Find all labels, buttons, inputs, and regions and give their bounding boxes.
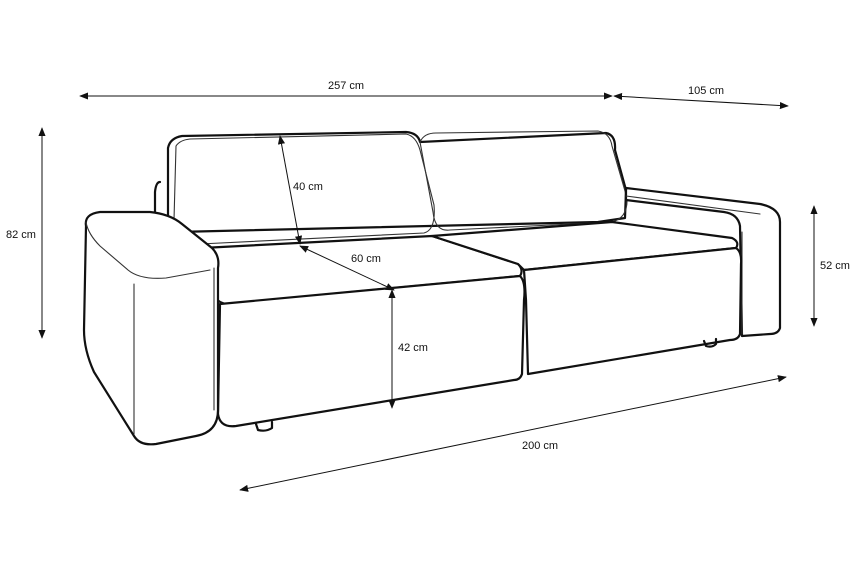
label-seat-height: 42 cm — [398, 342, 428, 354]
label-armrest-height: 52 cm — [820, 260, 850, 272]
dim-line-seat-width — [239, 375, 787, 492]
label-seat-width: 200 cm — [522, 440, 558, 452]
label-seat-depth: 60 cm — [351, 253, 381, 265]
dim-line-depth — [613, 92, 789, 110]
dim-line-seat-depth — [299, 245, 395, 291]
label-depth: 105 cm — [688, 85, 724, 97]
dimension-lines — [38, 92, 818, 492]
dim-line-backrest-height — [277, 135, 303, 245]
sofa-illustration — [82, 130, 782, 446]
label-total-height: 82 cm — [6, 229, 36, 241]
label-total-width: 257 cm — [328, 80, 364, 92]
label-backrest-height: 40 cm — [293, 181, 323, 193]
dimension-labels: 257 cm 105 cm 82 cm 52 cm 40 cm 60 cm 42… — [6, 80, 850, 452]
